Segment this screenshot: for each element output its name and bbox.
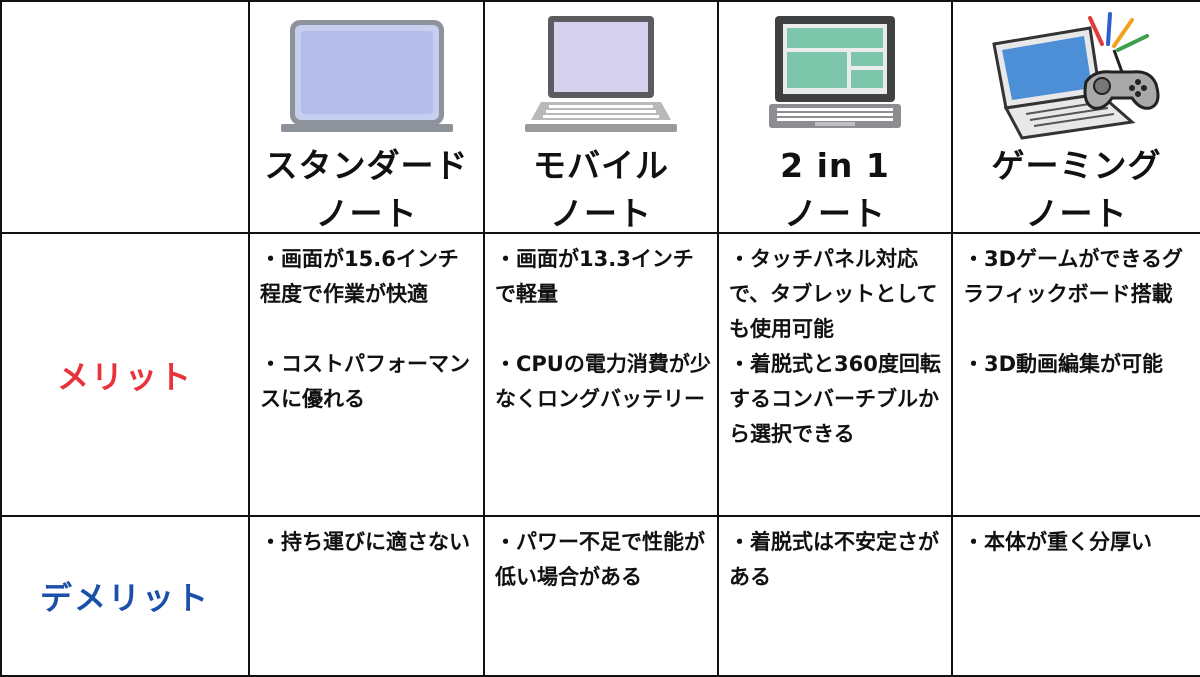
merit-2in1-item: ・タッチパネル対応で、タブレットとしても使用可能 <box>729 247 938 341</box>
product-title-2in1-line1: 2 in 1 <box>780 146 890 185</box>
header-standard: スタンダード ノート <box>248 0 485 234</box>
product-title-2in1-line2: ノート <box>784 194 886 233</box>
merit-mobile-item: ・画面が13.3インチで軽量 <box>495 247 694 306</box>
product-title-gaming-line1: ゲーミング <box>991 146 1162 185</box>
mobile-laptop-icon <box>525 16 677 132</box>
corner-cell <box>0 0 250 234</box>
merit-gaming-item: ・3Dゲームができるグラフィックボード搭載 <box>963 247 1183 306</box>
demerit-cell-standard: ・持ち運びに適さない <box>248 515 485 677</box>
merit-standard-item: ・画面が15.6インチ程度で作業が快適 <box>260 247 459 306</box>
demerit-row-label: デメリット <box>0 515 250 677</box>
demerit-2in1-item: ・着脱式は不安定さがある <box>729 530 939 589</box>
merit-standard-item: ・コストパフォーマンスに優れる <box>260 352 470 411</box>
merit-cell-2in1: ・タッチパネル対応で、タブレットとしても使用可能 ・着脱式と360度回転するコン… <box>717 232 953 517</box>
product-title-mobile-line2: ノート <box>550 194 652 233</box>
demerit-mobile-item: ・パワー不足で性能が低い場合がある <box>495 530 705 589</box>
product-title-standard-line2: ノート <box>315 194 418 233</box>
product-title-mobile-line1: モバイル <box>533 146 669 185</box>
header-mobile: モバイル ノート <box>483 0 719 234</box>
standard-laptop-icon <box>280 20 453 132</box>
merit-cell-standard: ・画面が15.6インチ程度で作業が快適 ・コストパフォーマンスに優れる <box>248 232 485 517</box>
header-2in1: 2 in 1 ノート <box>717 0 953 234</box>
merit-2in1-item: ・着脱式と360度回転するコンバーチブルから選択できる <box>729 352 941 446</box>
demerit-cell-gaming: ・本体が重く分厚い <box>951 515 1200 677</box>
merit-cell-gaming: ・3Dゲームができるグラフィックボード搭載 ・3D動画編集が可能 <box>951 232 1200 517</box>
gaming-laptop-icon <box>991 12 1159 140</box>
merit-mobile-item: ・CPUの電力消費が少なくロングバッテリー <box>495 352 711 411</box>
product-title-gaming-line2: ノート <box>1025 194 1128 233</box>
merit-row-label: メリット <box>0 232 250 517</box>
merit-cell-mobile: ・画面が13.3インチで軽量 ・CPUの電力消費が少なくロングバッテリー <box>483 232 719 517</box>
demerit-cell-2in1: ・着脱式は不安定さがある <box>717 515 953 677</box>
product-title-standard-line1: スタンダード <box>264 146 469 185</box>
demerit-cell-mobile: ・パワー不足で性能が低い場合がある <box>483 515 719 677</box>
demerit-gaming-item: ・本体が重く分厚い <box>963 530 1152 554</box>
demerit-standard-item: ・持ち運びに適さない <box>260 530 470 554</box>
merit-gaming-item: ・3D動画編集が可能 <box>963 352 1164 376</box>
header-gaming: ゲーミング ノート <box>951 0 1200 234</box>
2in1-laptop-icon <box>769 16 901 128</box>
